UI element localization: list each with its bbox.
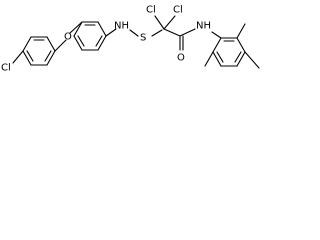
atom-cl-left: Cl	[1, 63, 11, 74]
bond-ring-nh	[105, 28, 117, 37]
methyl-top	[236, 23, 246, 39]
bond-ring-o	[54, 39, 67, 52]
bond-c-carbonyl	[163, 28, 181, 37]
chlorophenyl-ring	[22, 36, 56, 66]
bond-c-nh	[179, 28, 196, 37]
atom-nh-amide: NH	[196, 21, 211, 32]
bond-c-cl2	[163, 15, 176, 30]
atom-nh-amine: NH	[114, 21, 129, 32]
phenylene-ring	[73, 21, 107, 51]
mesityl-ring	[212, 37, 246, 67]
bond-cl-ring	[12, 50, 24, 64]
bond-c-cl1	[154, 15, 165, 30]
bond-nh-ring	[211, 31, 222, 39]
atom-cl-top-2: Cl	[173, 5, 183, 16]
methyl-bottom	[204, 51, 214, 67]
chemical-structure: Cl O NH S Cl Cl NH O	[1, 5, 260, 74]
atom-s-thio: S	[140, 33, 146, 44]
bond-s-c	[151, 29, 163, 37]
methyl-para	[244, 51, 260, 69]
bond-o-ring	[69, 21, 83, 34]
atom-cl-top-1: Cl	[146, 5, 156, 16]
atom-o-carbonyl: O	[177, 53, 185, 64]
bond-nh-s	[129, 29, 139, 37]
atom-o-ether: O	[64, 32, 72, 43]
